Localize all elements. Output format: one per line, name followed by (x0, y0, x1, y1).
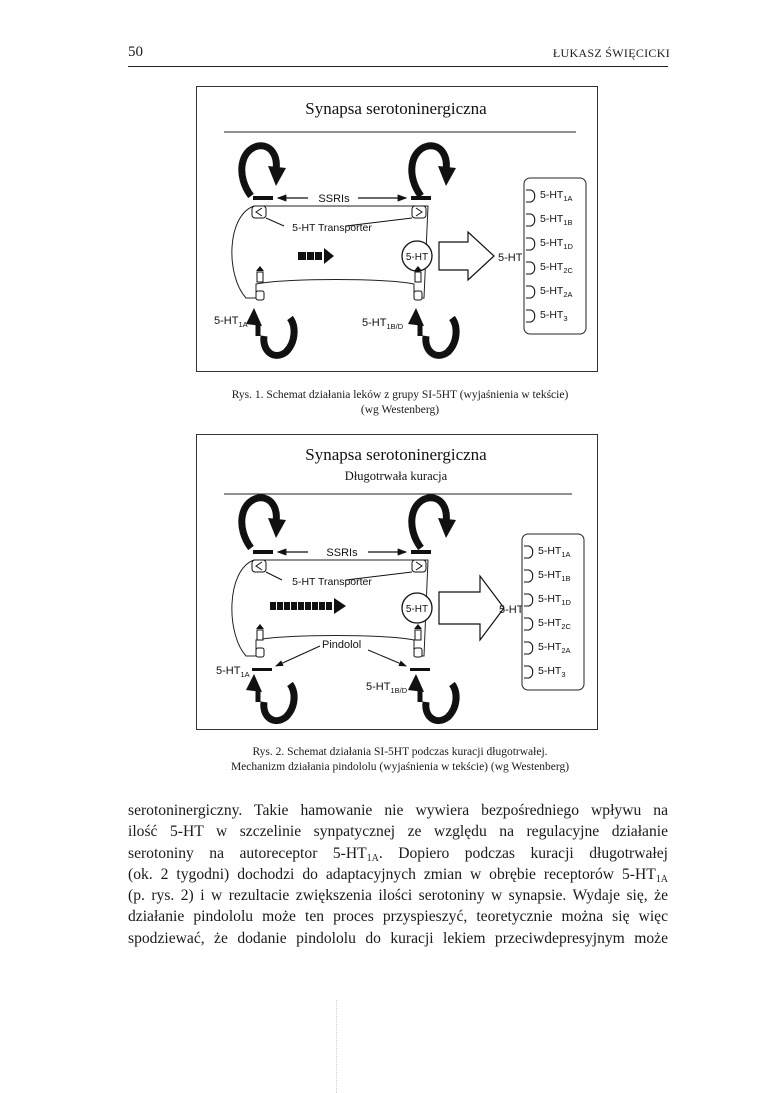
receptor-site-icon (524, 617, 534, 631)
body-line: serotoniny na autoreceptor 5-HT1A. Dopie… (128, 844, 669, 864)
receptor-label: 5-HT1B (540, 213, 573, 227)
pindolol-label: Pindolol (322, 639, 361, 651)
body-line: (ok. 2 tygodni) dochodzi do adaptacyjnyc… (128, 865, 668, 885)
receptor-label: 5-HT2C (538, 617, 572, 631)
ssris-label: SSRIs (318, 193, 350, 205)
receptor-label: 5-HT3 (538, 665, 566, 679)
body-line: ilość 5-HT w szczelinie synpatycznej ze … (128, 823, 668, 841)
receptor-label: 5-HT2A (540, 285, 573, 299)
running-head: ŁUKASZ ŚWIĘCICKI (552, 46, 670, 60)
autoreceptor-right-icon (413, 624, 423, 658)
body-line: spodziewać, że dodanie pindololu do kura… (128, 929, 668, 947)
figure-2-diagram: Synapsa serotoninergiczna Długotrwała ku… (196, 434, 598, 730)
feedback-arrow-bottom-right-icon (408, 674, 460, 725)
figure-2-subtitle: Długotrwała kuracja (345, 469, 448, 483)
receptor-label: 5-HT3 (540, 309, 568, 323)
receptor-site-icon (526, 261, 536, 275)
feedback-arrow-top-right-icon (408, 494, 456, 551)
figure-1-title: Synapsa serotoninergiczna (305, 99, 487, 118)
vesicle-release-icon (298, 248, 334, 264)
receptor-label: 5-HT1A (538, 545, 571, 559)
body-line: działanie pindololu może ten proces przy… (128, 908, 668, 926)
autoreceptor-right-label: 5-HT1B/D (362, 317, 404, 331)
transporter-label: 5-HT Transporter (292, 576, 372, 588)
figure-1-caption-line-1: Rys. 1. Schemat działania leków z grupy … (231, 389, 569, 401)
page-number: 50 (128, 44, 143, 60)
receptor-site-icon (524, 545, 534, 559)
figure-1-caption-line-2: (wg Westenberg) (360, 404, 440, 416)
receptor-site-icon (524, 641, 534, 655)
receptor-site-icon (526, 189, 536, 203)
receptor-site-icon (524, 569, 534, 583)
body-line: serotoninergiczny. Takie hamowanie nie w… (128, 802, 668, 819)
autoreceptor-right-icon (413, 266, 423, 301)
receptor-label: 5-HT2A (538, 641, 571, 655)
feedback-arrow-bottom-right-icon (408, 308, 460, 359)
receptor-label: 5-HT1D (540, 237, 574, 251)
ssris-label: SSRIs (326, 547, 358, 559)
receptor-label: 5-HT2C (540, 261, 574, 275)
figure-2-title: Synapsa serotoninergiczna (305, 445, 487, 464)
header-rule (128, 66, 668, 67)
figure-2-caption-line-1: Rys. 2. Schemat działania SI-5HT podczas… (252, 746, 548, 758)
receptor-site-icon (524, 665, 534, 679)
neurotransmitter-circle-label: 5-HT (406, 252, 428, 263)
feedback-arrow-top-left-icon (238, 494, 286, 551)
receptor-label: 5-HT1B (538, 569, 571, 583)
neurotransmitter-circle-label: 5-HT (406, 604, 428, 615)
receptor-label: 5-HT1D (538, 593, 572, 607)
figure-2-caption-line-2: Mechanizm działania pindololu (wyjaśnien… (230, 761, 570, 773)
feedback-arrow-bottom-left-icon (246, 674, 298, 725)
receptor-list: 5-HT1A 5-HT1B 5-HT1D 5-HT2C 5-HT2A 5-HT3 (526, 189, 574, 323)
feedback-arrow-top-left-icon (238, 142, 286, 199)
figure-2-caption: Rys. 2. Schemat działania SI-5HT podczas… (150, 745, 650, 775)
vesicle-release-icon (270, 598, 346, 614)
autoreceptor-left-icon (255, 266, 265, 301)
autoreceptor-left-label: 5-HT1A (214, 315, 248, 329)
neurotransmitter-label: 5-HT (498, 252, 523, 264)
figure-1-diagram: Synapsa serotoninergiczna SSRIs 5-HT Tra… (196, 86, 598, 372)
scan-fold-line (336, 1000, 337, 1093)
receptor-site-icon (526, 237, 536, 251)
receptor-list: 5-HT1A 5-HT1B 5-HT1D 5-HT2C 5-HT2A 5-HT3 (524, 545, 572, 679)
receptor-label: 5-HT1A (540, 189, 573, 203)
feedback-arrow-bottom-left-icon (246, 308, 298, 359)
body-paragraph: serotoninergiczny. Takie hamowanie nie w… (128, 800, 668, 949)
receptor-site-icon (526, 309, 536, 323)
autoreceptor-left-icon (255, 624, 265, 658)
transporter-label: 5-HT Transporter (292, 222, 372, 234)
receptor-site-icon (526, 213, 536, 227)
autoreceptor-right-label: 5-HT1B/D (366, 681, 408, 695)
figure-1-caption: Rys. 1. Schemat działania leków z grupy … (150, 388, 650, 418)
body-line: (p. rys. 2) i w rezultacie zwiększenia i… (128, 887, 668, 905)
feedback-arrow-top-right-icon (408, 142, 456, 199)
neurotransmitter-label: 5-HT (499, 604, 524, 616)
autoreceptor-left-label: 5-HT1A (216, 665, 250, 679)
receptor-site-icon (526, 285, 536, 299)
receptor-site-icon (524, 593, 534, 607)
